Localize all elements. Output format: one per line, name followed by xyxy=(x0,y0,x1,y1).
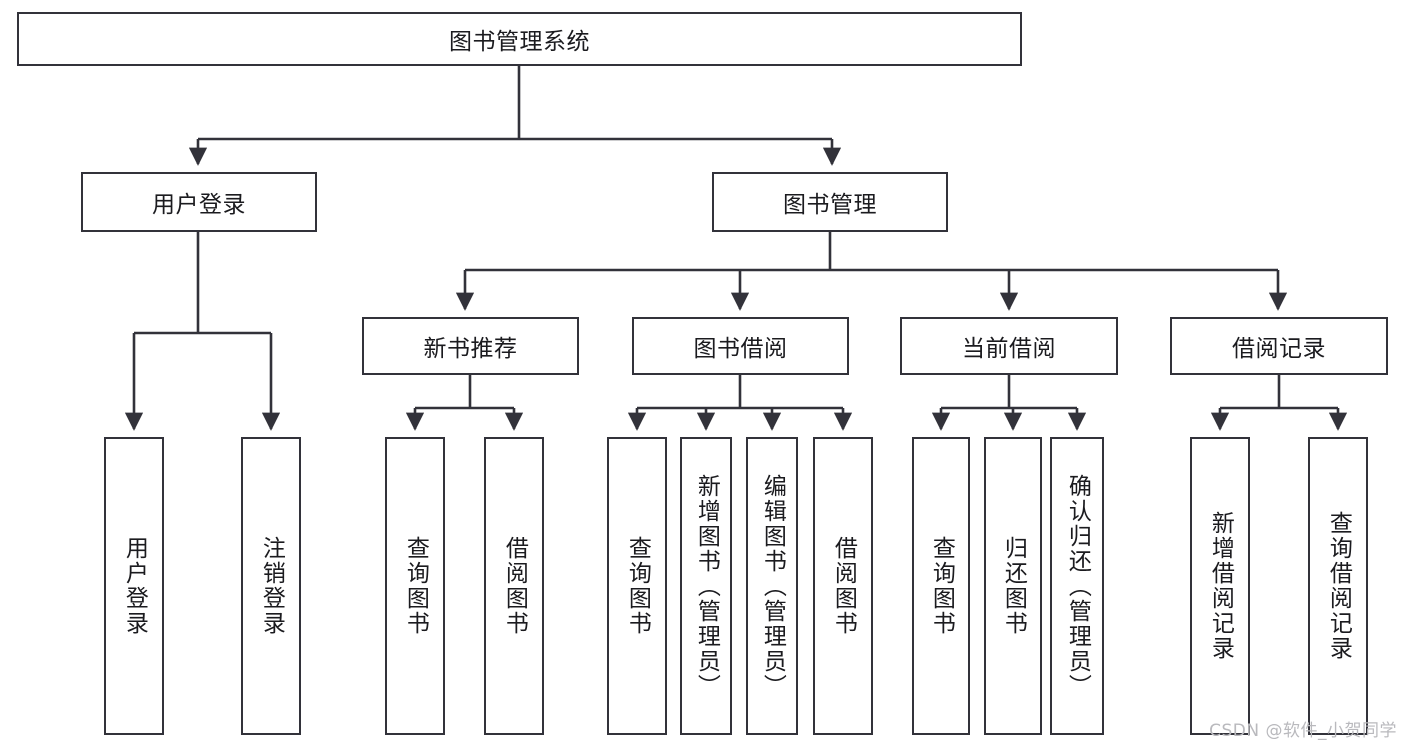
node-label: 借阅图书 xyxy=(501,536,528,636)
node-label: 查询借阅记录 xyxy=(1325,511,1352,661)
node-label: 图书借阅 xyxy=(693,336,788,362)
leaf-logout[interactable]: 注销登录 xyxy=(241,437,301,735)
node-label: 查询图书 xyxy=(402,536,429,636)
node-root[interactable]: 图书管理系统 xyxy=(17,12,1022,66)
leaf-borrow-book-recommend[interactable]: 借阅图书 xyxy=(484,437,544,735)
leaf-confirm-return-admin[interactable]: 确认归还（管理员） xyxy=(1050,437,1104,735)
node-label: 编辑图书（管理员） xyxy=(759,473,786,699)
node-label: 确认归还（管理员） xyxy=(1064,473,1091,699)
node-label: 当前借阅 xyxy=(962,336,1056,362)
node-label: 新增借阅记录 xyxy=(1207,511,1234,661)
leaf-add-book-admin[interactable]: 新增图书（管理员） xyxy=(680,437,732,735)
node-label: 查询图书 xyxy=(928,536,955,636)
leaf-edit-book-admin[interactable]: 编辑图书（管理员） xyxy=(746,437,798,735)
node-label: 借阅图书 xyxy=(830,536,857,636)
node-new-book-recommend[interactable]: 新书推荐 xyxy=(362,317,579,375)
leaf-add-borrow-record[interactable]: 新增借阅记录 xyxy=(1190,437,1250,735)
node-label: 查询图书 xyxy=(624,536,651,636)
leaf-user-login[interactable]: 用户登录 xyxy=(104,437,164,735)
leaf-return-book[interactable]: 归还图书 xyxy=(984,437,1042,735)
node-label: 新增图书（管理员） xyxy=(693,473,720,699)
node-label: 用户登录 xyxy=(121,536,148,636)
node-label: 图书管理系统 xyxy=(449,29,590,55)
leaf-borrow-book[interactable]: 借阅图书 xyxy=(813,437,873,735)
watermark: CSDN @软件_小贺同学 xyxy=(1209,721,1397,741)
node-label: 图书管理 xyxy=(783,192,877,218)
node-label: 借阅记录 xyxy=(1232,336,1326,362)
node-label: 注销登录 xyxy=(258,536,285,636)
node-borrow-record[interactable]: 借阅记录 xyxy=(1170,317,1388,375)
node-book-borrow[interactable]: 图书借阅 xyxy=(632,317,849,375)
leaf-query-book[interactable]: 查询图书 xyxy=(607,437,667,735)
node-current-borrow[interactable]: 当前借阅 xyxy=(900,317,1118,375)
leaf-query-book-recommend[interactable]: 查询图书 xyxy=(385,437,445,735)
node-label: 归还图书 xyxy=(1000,536,1027,636)
leaf-query-book-current[interactable]: 查询图书 xyxy=(912,437,970,735)
node-label: 用户登录 xyxy=(152,192,246,218)
leaf-query-borrow-record[interactable]: 查询借阅记录 xyxy=(1308,437,1368,735)
node-user-login[interactable]: 用户登录 xyxy=(81,172,317,232)
node-label: 新书推荐 xyxy=(423,336,518,362)
node-book-management[interactable]: 图书管理 xyxy=(712,172,948,232)
